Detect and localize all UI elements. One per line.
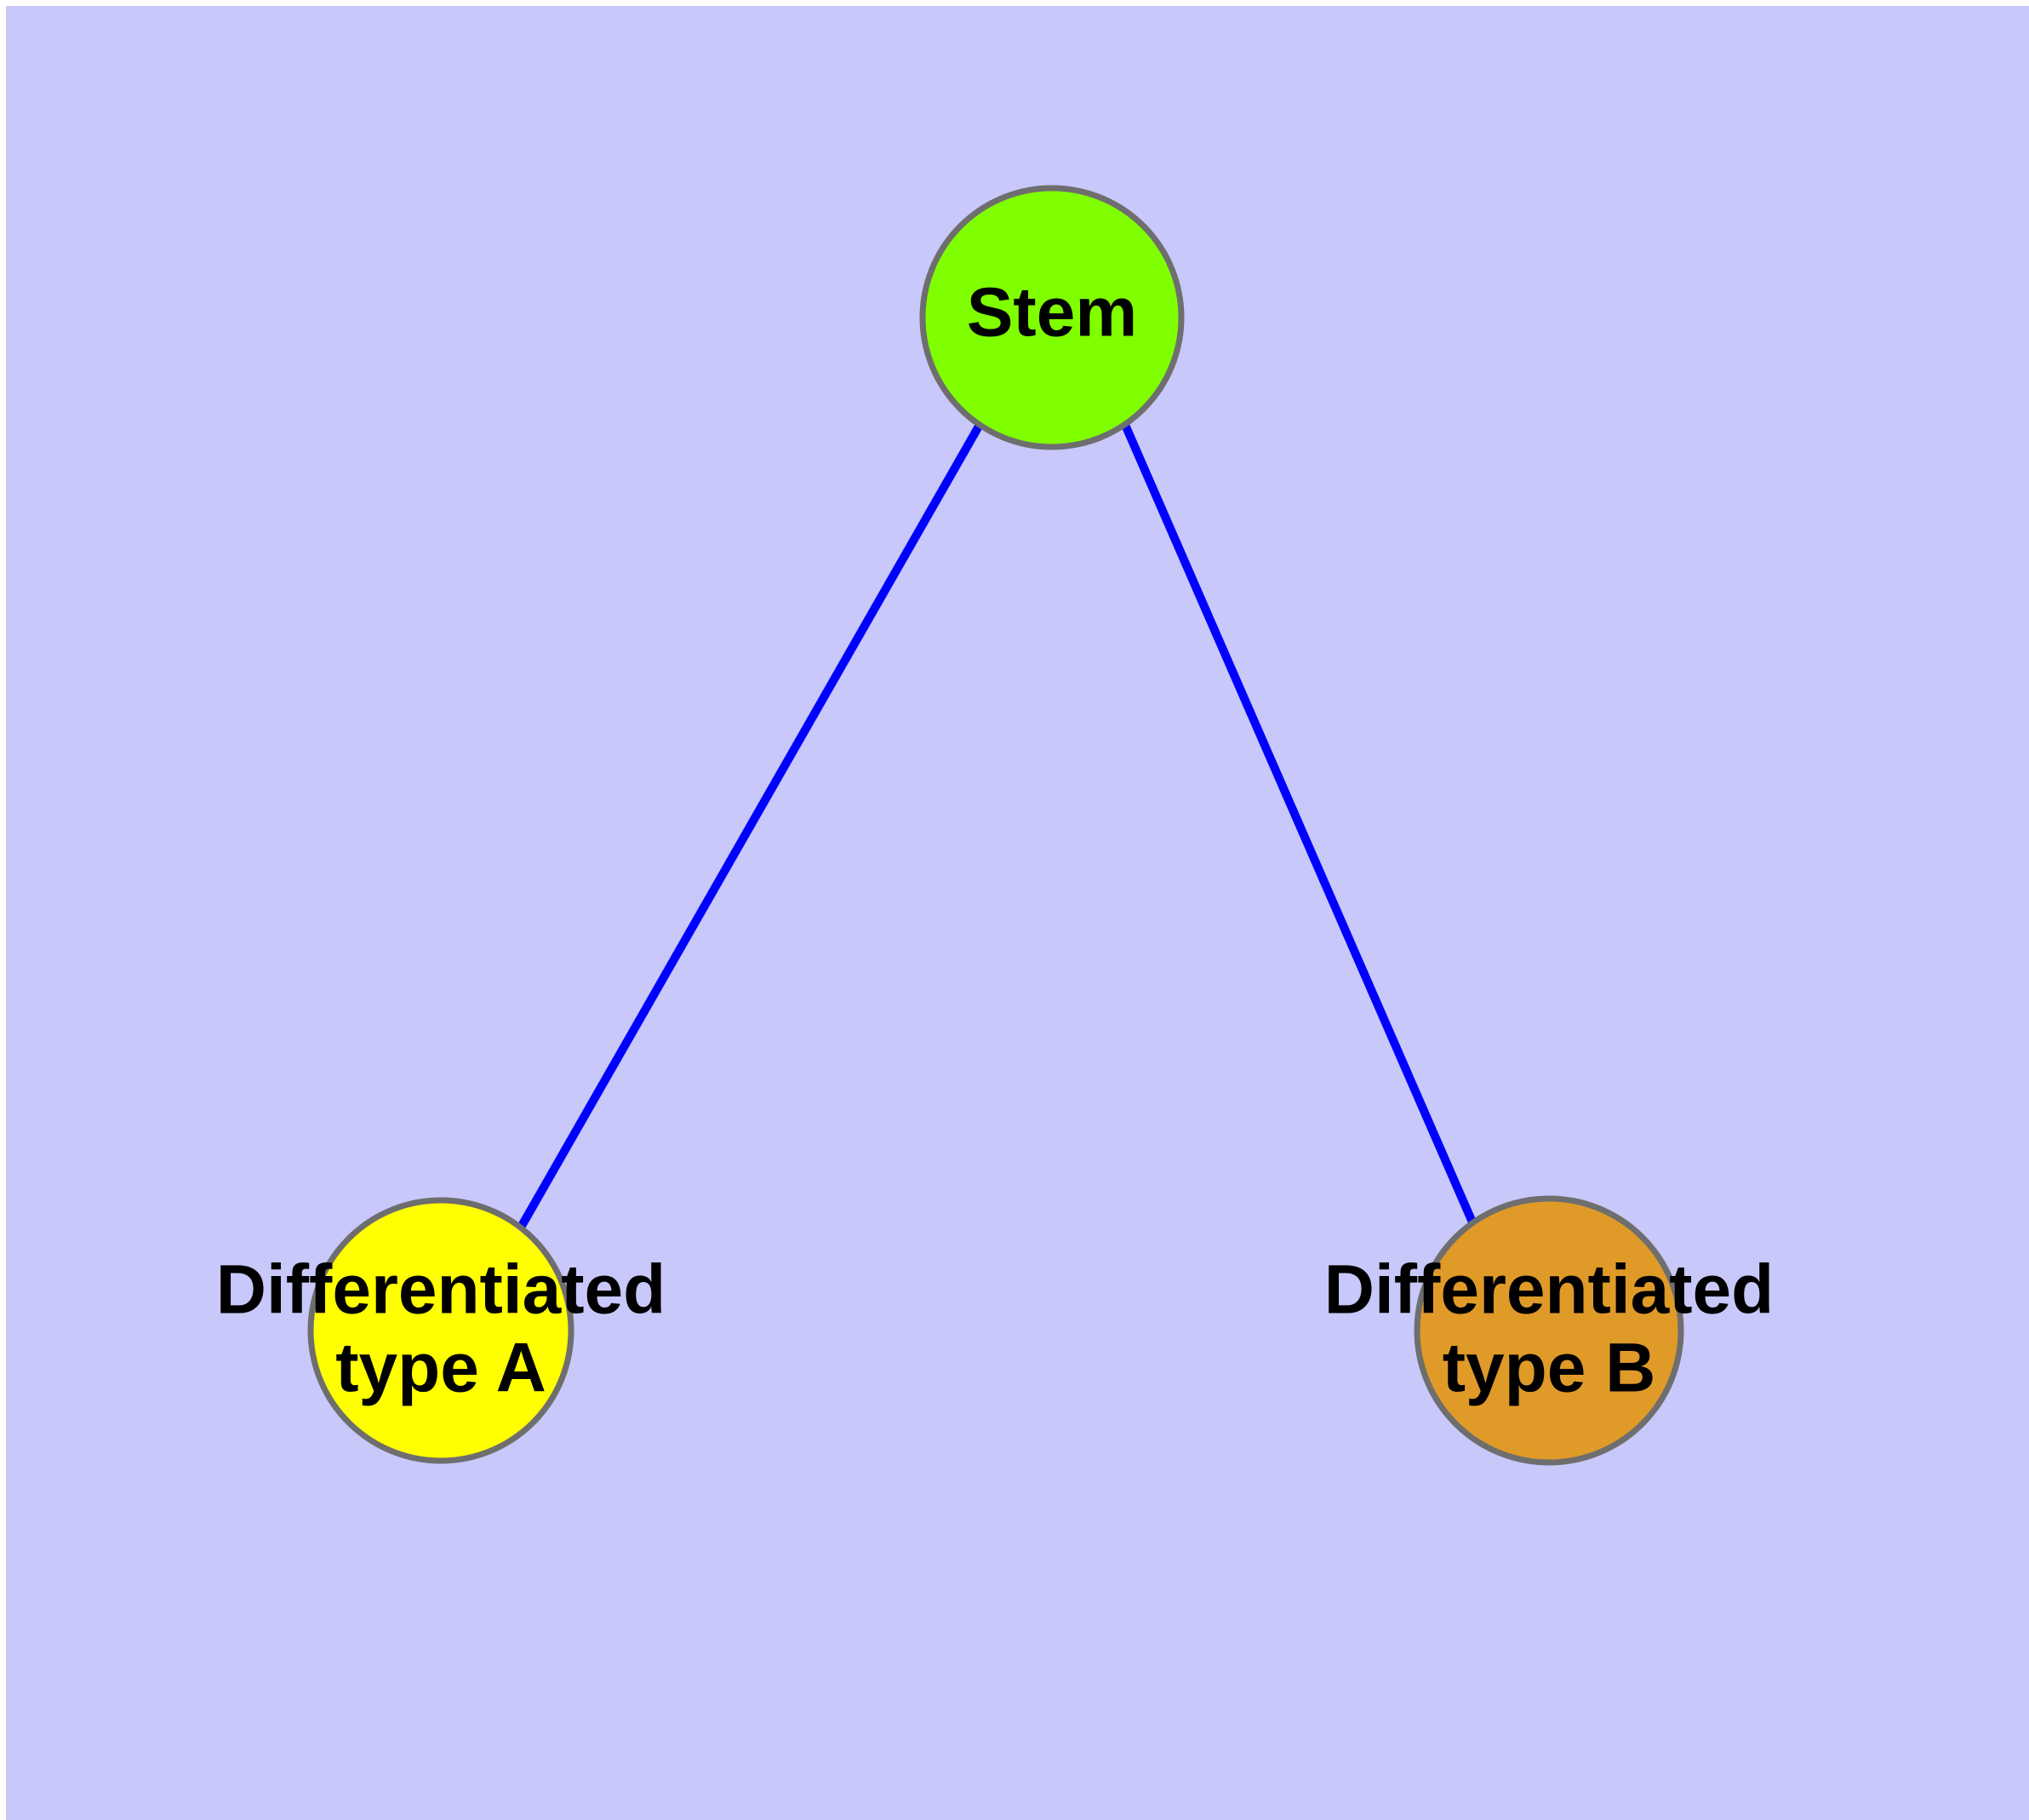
node-label-diff_b: Differentiated: [1324, 1251, 1775, 1329]
graph-node-diff_b[interactable]: [1414, 1195, 1684, 1466]
edge-layer: [517, 422, 1477, 1228]
node-label-stem: Stem: [967, 274, 1138, 352]
graph-node-stem[interactable]: [919, 185, 1185, 450]
node-label-diff_a: Differentiated: [216, 1251, 666, 1329]
graph-edge-stem-to-diff-a[interactable]: [517, 422, 984, 1228]
graph-node-diff_a[interactable]: [307, 1197, 574, 1464]
node-label-diff_b-line2: type B: [1443, 1330, 1656, 1407]
graph-edge-stem-to-diff-b[interactable]: [1121, 423, 1477, 1226]
node-layer: [307, 185, 1684, 1466]
node-label-diff_a-line2: type A: [335, 1330, 546, 1407]
